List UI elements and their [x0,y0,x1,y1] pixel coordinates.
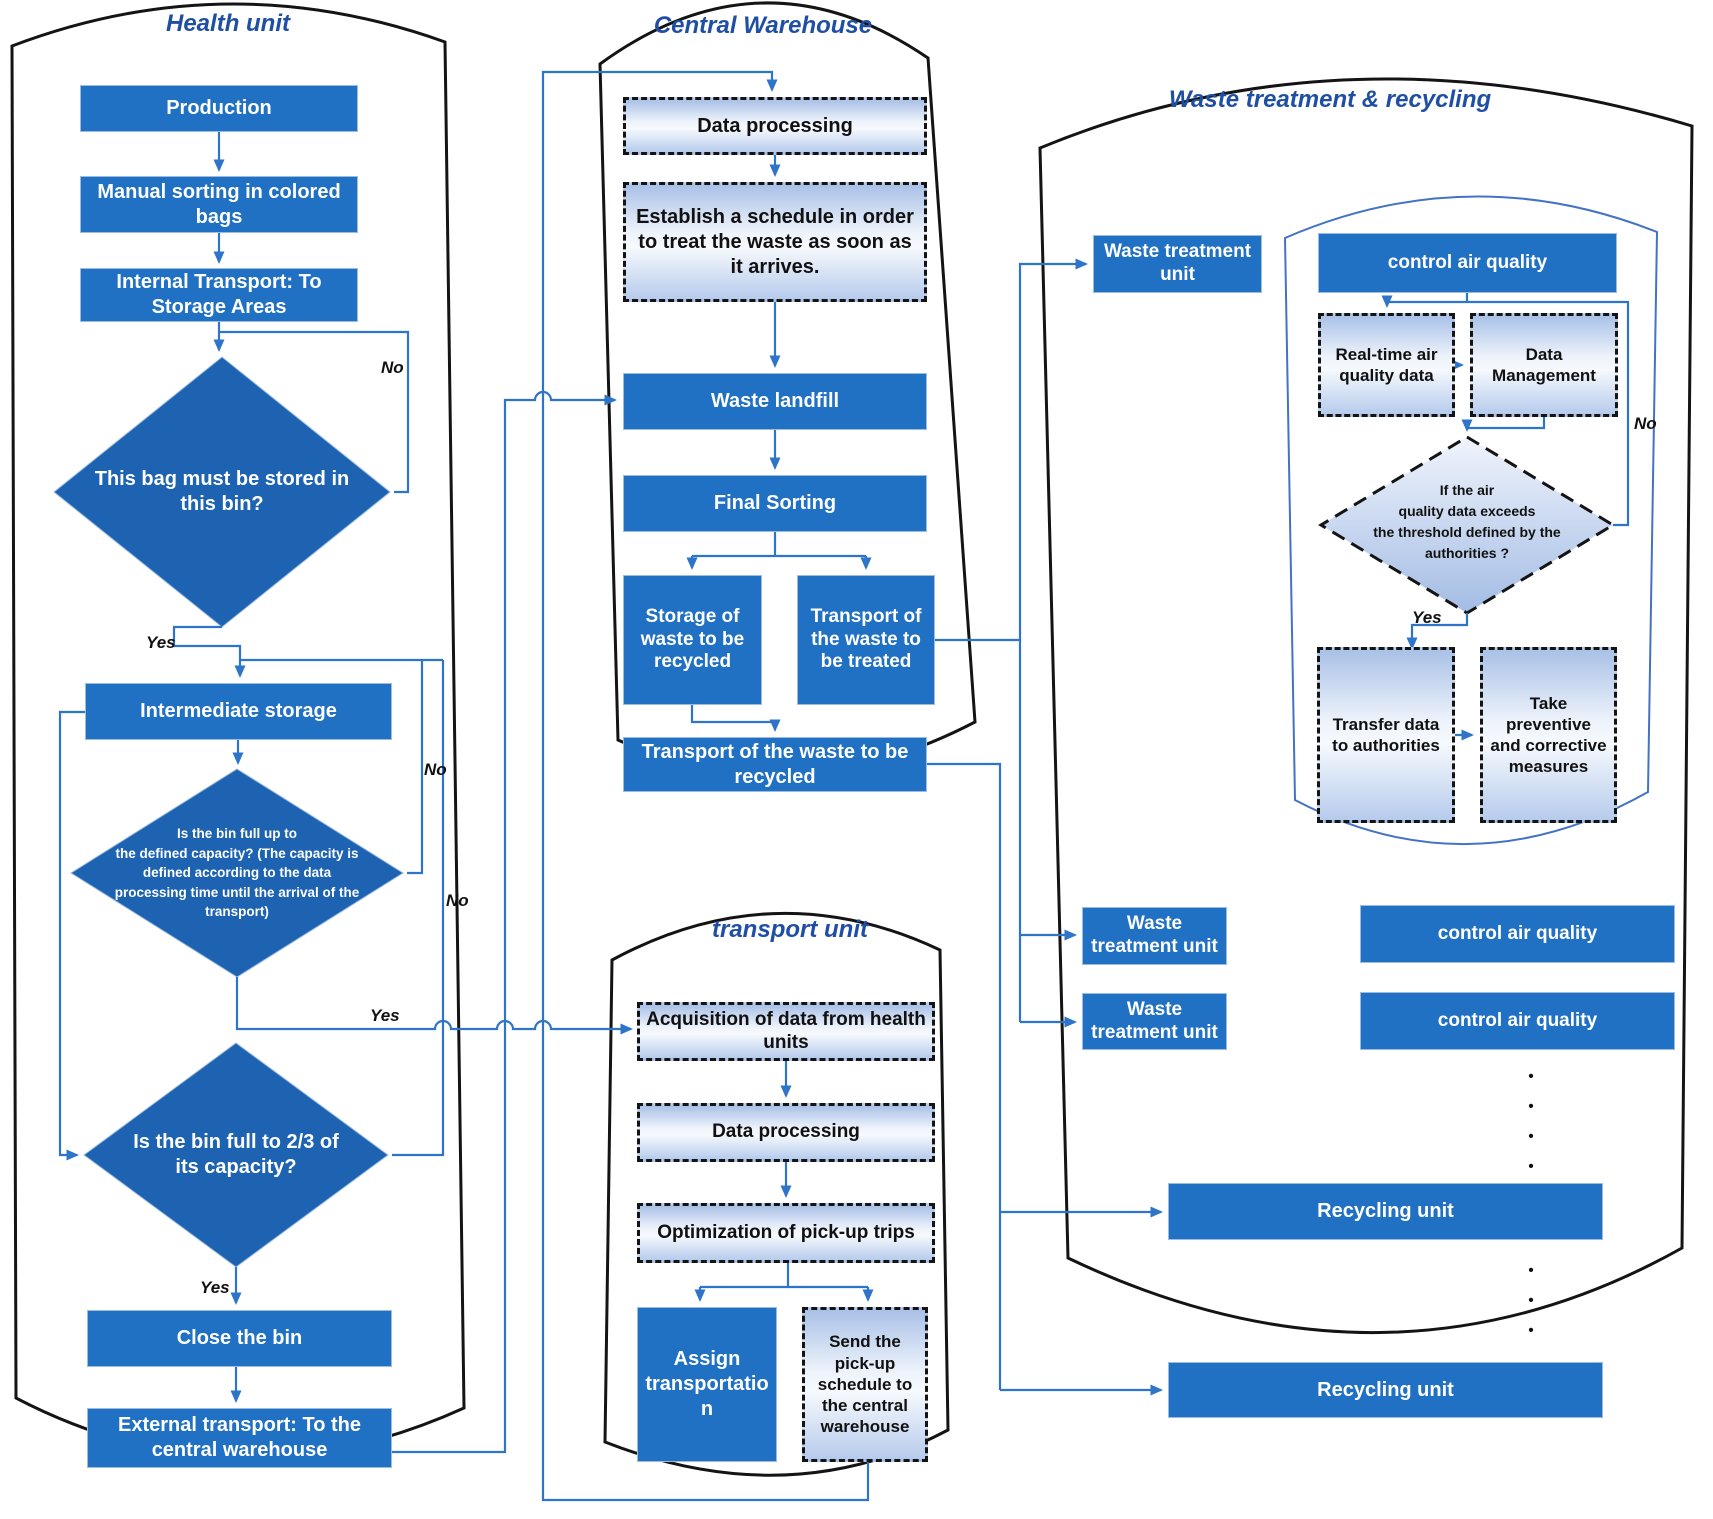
yes-label-bag: Yes [146,633,176,652]
no-label-bag: No [381,358,404,377]
waste-treatment-unit-3-box: Waste treatment unit [1082,993,1227,1050]
air-quality-subpanel [1283,195,1659,845]
waste-treatment-title: Waste treatment & recycling [1168,86,1492,113]
health-unit-title: Health unit [166,10,290,37]
cw-data-processing-box: Data processing [623,97,927,155]
yes-label-two-thirds: Yes [200,1278,230,1297]
final-sorting-box: Final Sorting [623,475,927,532]
data-management-box: Data Management [1470,313,1618,417]
no-label-two-thirds: No [446,891,469,910]
send-schedule-box: Send the pick-up schedule to the central… [802,1307,928,1462]
waste-landfill-box: Waste landfill [623,373,927,430]
recycling-unit-1-box: Recycling unit [1168,1183,1603,1240]
transport-treated-box: Transport of the waste to be treated [797,575,935,705]
central-warehouse-title: Central Warehouse [653,12,873,39]
storage-recycled-box: Storage of waste to be recycled [623,575,762,705]
waste-treatment-unit-2-box: Waste treatment unit [1082,907,1227,965]
yes-label-capacity: Yes [370,1006,400,1025]
ellipsis-dots-1: • • • • [1528,1068,1534,1175]
assign-transportation-box: Assign transportation [637,1307,777,1462]
take-measures-box: Take preventive and corrective measures [1480,647,1617,823]
decision-bag-label: This bag must be stored in this bin? [94,468,350,515]
establish-schedule-box: Establish a schedule in order to treat t… [623,182,927,302]
external-transport-box: External transport: To the central wareh… [87,1408,392,1468]
close-bin-box: Close the bin [87,1310,392,1367]
no-label-capacity: No [424,760,447,779]
real-time-data-box: Real-time air quality data [1318,313,1455,417]
transport-recycled-box: Transport of the waste to be recycled [623,737,927,792]
acquisition-box: Acquisition of data from health units [637,1002,935,1061]
internal-transport-box: Internal Transport: To Storage Areas [80,268,358,322]
decision-air-label: If the air quality data exceeds the thre… [1373,482,1561,561]
optimization-box: Optimization of pick-up trips [637,1203,935,1263]
waste-treatment-panel [1038,77,1694,1334]
manual-sorting-box: Manual sorting in colored bags [80,176,358,233]
waste-treatment-unit-1-box: Waste treatment unit [1093,235,1262,293]
decision-two-thirds-label: Is the bin full to 2/3 of its capacity? [133,1131,339,1178]
ellipsis-dots-2: • • • [1528,1262,1534,1339]
control-air-quality-header-box: control air quality [1318,233,1617,293]
tu-data-processing-box: Data processing [637,1103,935,1162]
transport-unit-title: transport unit [712,916,868,943]
no-label-air: No [1634,414,1657,433]
control-air-quality-3-box: control air quality [1360,992,1675,1050]
yes-label-air: Yes [1412,608,1442,627]
intermediate-storage-box: Intermediate storage [85,683,392,740]
production-box: Production [80,85,358,132]
recycling-unit-2-box: Recycling unit [1168,1362,1603,1418]
transport-unit-panel [603,911,950,1477]
decision-capacity-label: Is the bin full up to the defined capaci… [114,826,360,920]
transfer-data-box: Transfer data to authorities [1317,647,1455,823]
control-air-quality-2-box: control air quality [1360,905,1675,963]
